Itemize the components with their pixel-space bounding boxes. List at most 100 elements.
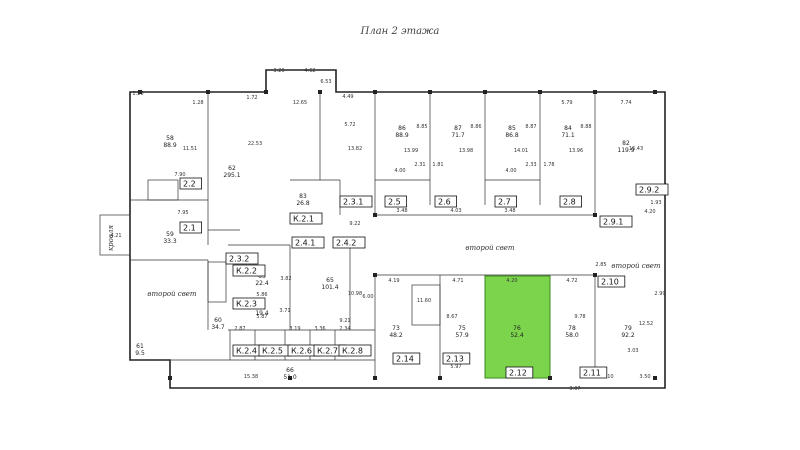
dimension-label: 4.20: [644, 209, 655, 215]
area-label: второй свет: [465, 244, 514, 252]
unit-tag[interactable]: 2.4.1: [291, 236, 325, 249]
dimension-label: 3.36: [314, 326, 325, 332]
unit-tag[interactable]: 2.9.1: [599, 215, 633, 228]
highlighted-unit[interactable]: [484, 275, 551, 379]
unit-tag[interactable]: 2.7: [494, 195, 518, 208]
svg-text:2.13: 2.13: [446, 355, 464, 364]
svg-text:22.4: 22.4: [255, 280, 269, 287]
unit-tag[interactable]: К.2.5: [258, 344, 292, 357]
dimension-label: 1.72: [246, 95, 257, 101]
dimension-label: 5.97: [450, 364, 461, 370]
svg-text:52.4: 52.4: [510, 332, 524, 339]
dimension-label: 9.22: [349, 221, 360, 227]
unit-tag[interactable]: К.2.3: [232, 297, 266, 310]
unit-tag[interactable]: 2.9.2: [635, 183, 669, 196]
dimension-label: 8.88: [580, 124, 591, 130]
unit-tag[interactable]: 2.8: [559, 195, 583, 208]
svg-text:61: 61: [136, 343, 144, 350]
unit-tag[interactable]: 2.4.2: [332, 236, 366, 249]
svg-text:9.5: 9.5: [135, 350, 145, 357]
unit-tag[interactable]: 2.1: [179, 221, 203, 234]
svg-text:2.6: 2.6: [438, 198, 451, 207]
unit-tag[interactable]: 2.3.1: [339, 195, 373, 208]
dimension-label: 10.98: [348, 291, 362, 297]
dimension-label: 2.33: [525, 162, 536, 168]
unit-tag[interactable]: К.2.1: [289, 212, 323, 225]
unit-tag[interactable]: 2.3.2: [225, 252, 259, 265]
svg-text:2.14: 2.14: [396, 355, 414, 364]
unit-tag[interactable]: 2.14: [392, 352, 421, 365]
dimension-label: 1.81: [432, 162, 443, 168]
svg-text:62: 62: [228, 165, 236, 172]
svg-text:57.9: 57.9: [455, 332, 469, 339]
unit-tag[interactable]: 2.10: [597, 275, 626, 288]
svg-text:2.4.1: 2.4.1: [295, 239, 315, 248]
unit-tag[interactable]: 2.6: [434, 195, 458, 208]
svg-text:92.2: 92.2: [621, 332, 635, 339]
svg-text:76: 76: [513, 325, 521, 332]
dimension-label: 9.21: [339, 318, 350, 324]
svg-text:2.2: 2.2: [183, 180, 196, 189]
dimension-label: 3.50: [639, 374, 650, 380]
unit-tag[interactable]: К.2.2: [232, 264, 266, 277]
dimension-label: 4.19: [388, 278, 399, 284]
svg-text:2.11: 2.11: [583, 369, 601, 378]
unit-tag[interactable]: 2.11: [579, 366, 608, 379]
svg-text:2.8: 2.8: [563, 198, 576, 207]
dimension-label: 3.19: [289, 326, 300, 332]
unit-tag[interactable]: 2.13: [442, 352, 471, 365]
dimension-label: 4.71: [452, 278, 463, 284]
svg-text:19.4: 19.4: [255, 310, 269, 317]
svg-text:К.2.5: К.2.5: [262, 347, 283, 356]
dimension-label: 11.51: [183, 146, 197, 152]
dimension-label: 4.21: [110, 233, 121, 239]
dimension-label: 8.85: [416, 124, 427, 130]
svg-text:2.3.2: 2.3.2: [229, 255, 249, 264]
unit-tag[interactable]: 2.2: [179, 177, 203, 190]
dimension-label: 3.82: [280, 276, 291, 282]
unit-tag[interactable]: 2.5: [384, 195, 408, 208]
svg-text:К.2.7: К.2.7: [317, 347, 338, 356]
svg-text:К.2.6: К.2.6: [291, 347, 312, 356]
svg-text:2.3.1: 2.3.1: [343, 198, 363, 207]
svg-text:75: 75: [458, 325, 466, 332]
svg-text:2.1: 2.1: [183, 224, 196, 233]
unit-tag[interactable]: К.2.8: [338, 344, 372, 357]
dimension-label: 12.65: [293, 100, 307, 106]
column-grid: [138, 90, 657, 380]
svg-text:66: 66: [286, 367, 294, 374]
unit-tag[interactable]: 2.12: [505, 366, 534, 379]
svg-text:60: 60: [214, 317, 222, 324]
area-label: второй свет: [147, 290, 196, 298]
svg-text:71.1: 71.1: [561, 132, 575, 139]
dimension-label: 4.03: [450, 208, 461, 214]
dimension-label: 5.87: [256, 314, 267, 320]
svg-text:87: 87: [454, 125, 462, 132]
dimension-label: 13.99: [404, 148, 418, 154]
dimension-label: 7.74: [620, 100, 631, 106]
dimension-label: 3.71: [279, 308, 290, 314]
svg-text:58: 58: [166, 135, 174, 142]
dimension-label: 11.60: [417, 298, 431, 304]
dimension-label: 4.62: [304, 68, 315, 74]
svg-text:295.1: 295.1: [223, 172, 240, 179]
svg-text:85: 85: [508, 125, 516, 132]
svg-text:2.4.2: 2.4.2: [336, 239, 356, 248]
dimension-label: 14.01: [514, 148, 528, 154]
dimension-label: 3.10: [602, 374, 613, 380]
svg-text:2.9.1: 2.9.1: [603, 218, 623, 227]
dimension-label: 16.43: [629, 146, 643, 152]
dimension-label: 5.86: [256, 292, 267, 298]
dimension-label: 12.52: [639, 321, 653, 327]
svg-text:88.9: 88.9: [163, 142, 177, 149]
